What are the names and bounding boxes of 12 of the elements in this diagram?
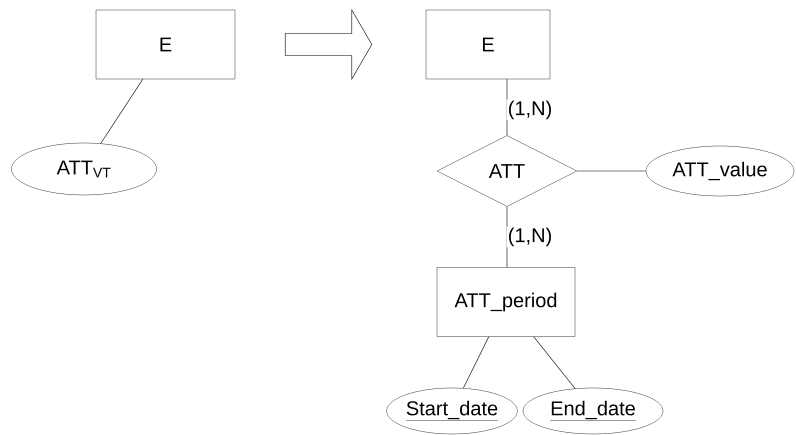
entity-box: E [96,10,236,80]
entity-box: ATT_period [436,267,576,337]
entity-box: E [426,10,550,80]
cardinality-label: (1,N) [506,226,554,248]
connector-line [506,206,508,268]
connector-line [463,336,490,388]
connector-line [506,78,508,136]
block-arrow [284,8,372,80]
connector-line [533,336,576,389]
connector-line [100,78,144,144]
cardinality-label: (1,N) [506,100,554,120]
connector-line [576,170,646,172]
